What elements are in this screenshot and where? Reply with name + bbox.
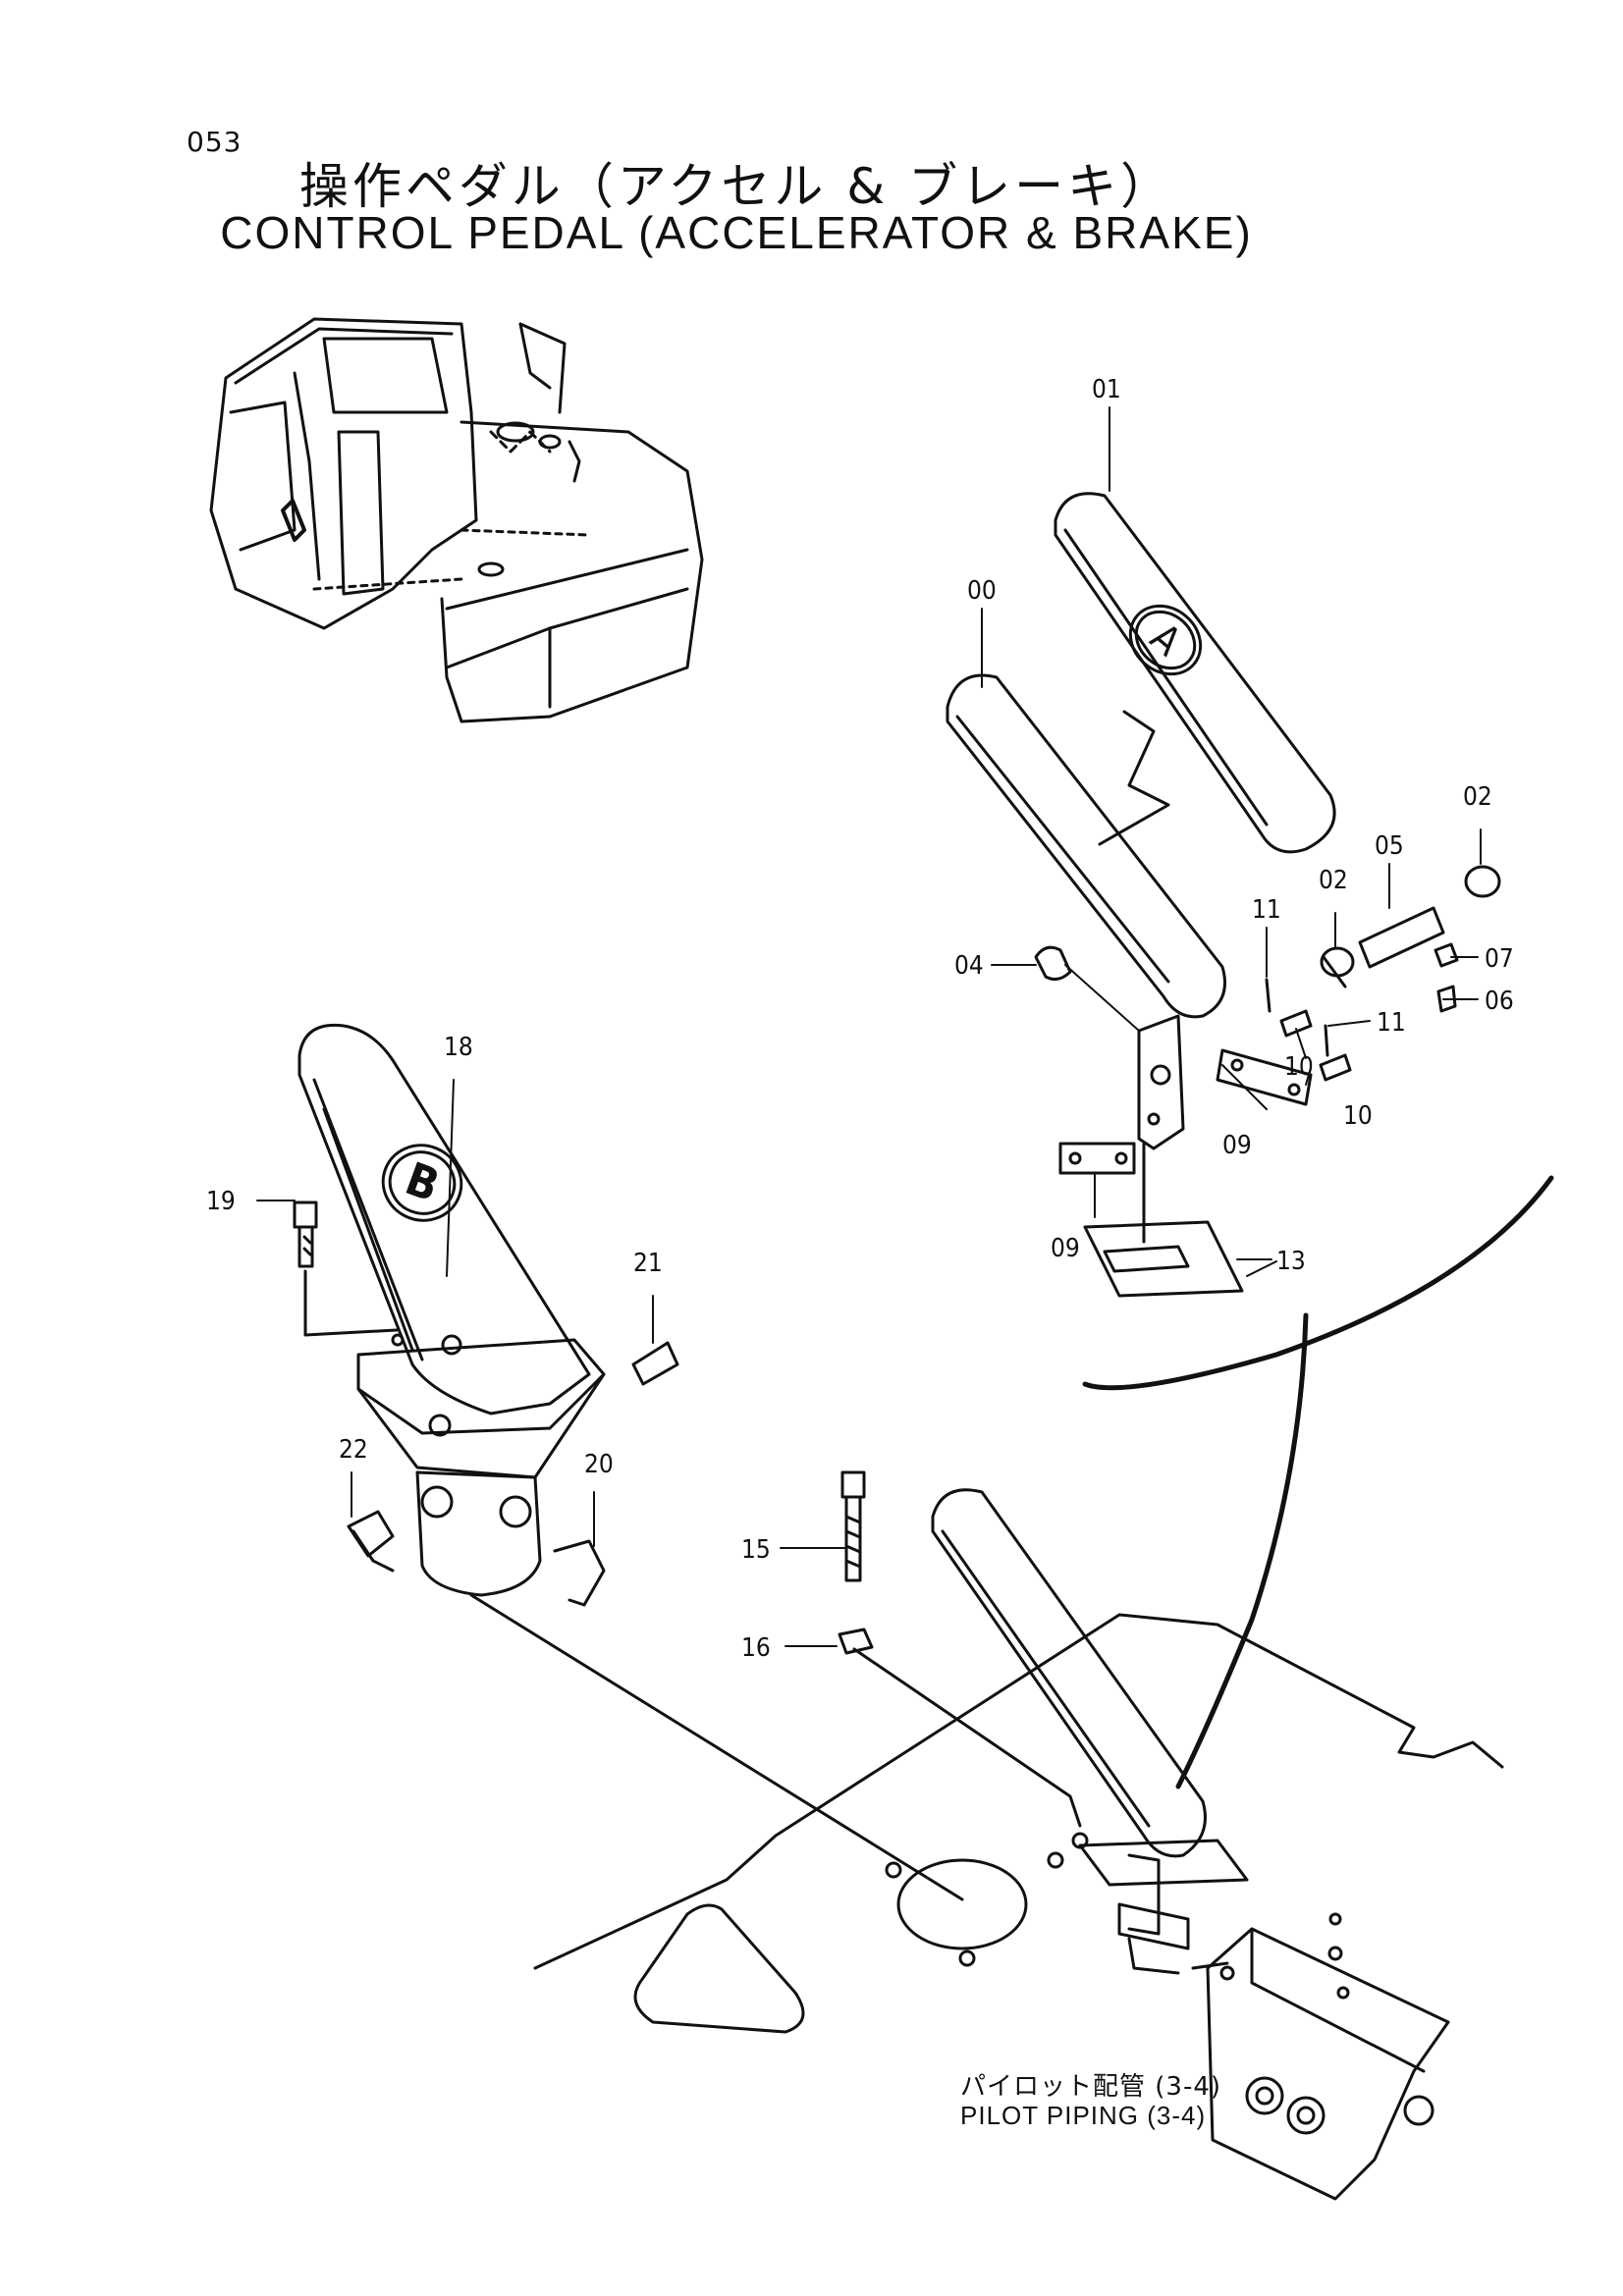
floor-plate-and-mounted-pedal bbox=[533, 1470, 1504, 2201]
pedal-pad-00 bbox=[946, 673, 1226, 1019]
callout-19: 19 bbox=[206, 1187, 236, 1216]
pilot-piping-note-english: PILOT PIPING (3-4) bbox=[960, 2101, 1207, 2130]
part-number-callouts: 01 00 04 02 05 02 11 07 06 11 10 10 09 0… bbox=[206, 375, 1514, 1663]
callout-00: 00 bbox=[967, 576, 997, 606]
callout-10-upper: 10 bbox=[1284, 1052, 1314, 1082]
callout-07: 07 bbox=[1485, 944, 1514, 974]
callout-02-lower: 02 bbox=[1319, 866, 1348, 895]
callout-05: 05 bbox=[1375, 831, 1404, 861]
title-english: CONTROL PEDAL (ACCELERATOR & BRAKE) bbox=[220, 207, 1253, 258]
excavator-overview-illustration bbox=[209, 317, 704, 723]
callout-02-upper: 02 bbox=[1463, 782, 1492, 812]
pilot-valve-block bbox=[1206, 1927, 1450, 2201]
pilot-piping-note-japanese: パイロット配管 (3-4) bbox=[960, 2072, 1222, 2102]
callout-20: 20 bbox=[584, 1450, 614, 1479]
callout-04: 04 bbox=[954, 951, 984, 981]
accelerator-pedal-pad bbox=[1054, 492, 1336, 854]
brake-pedal-mark: B bbox=[399, 1151, 446, 1212]
callout-11-upper: 11 bbox=[1252, 895, 1281, 925]
page-number: 053 bbox=[187, 126, 243, 158]
callout-21: 21 bbox=[633, 1249, 663, 1278]
callout-10-lower: 10 bbox=[1343, 1101, 1373, 1131]
callout-09-left: 09 bbox=[1051, 1234, 1080, 1263]
callout-18: 18 bbox=[444, 1033, 473, 1062]
callout-11-lower: 11 bbox=[1377, 1008, 1406, 1038]
detail-inset-boundary bbox=[1082, 1175, 1554, 1391]
title-japanese: 操作ペダル（アクセル & ブレーキ） bbox=[298, 158, 1174, 215]
accelerator-pedal-assembly bbox=[946, 492, 1501, 1298]
callout-22: 22 bbox=[339, 1435, 368, 1465]
callout-15: 15 bbox=[741, 1535, 771, 1565]
brake-pedal-pad bbox=[298, 1023, 591, 1415]
callout-01: 01 bbox=[1092, 375, 1121, 404]
brake-pedal-assembly bbox=[293, 1023, 964, 1901]
callout-13: 13 bbox=[1276, 1247, 1306, 1276]
callout-16: 16 bbox=[741, 1633, 771, 1663]
callout-09-right: 09 bbox=[1222, 1131, 1252, 1160]
callout-leader-lines bbox=[256, 406, 1482, 1647]
callout-06: 06 bbox=[1485, 987, 1514, 1016]
